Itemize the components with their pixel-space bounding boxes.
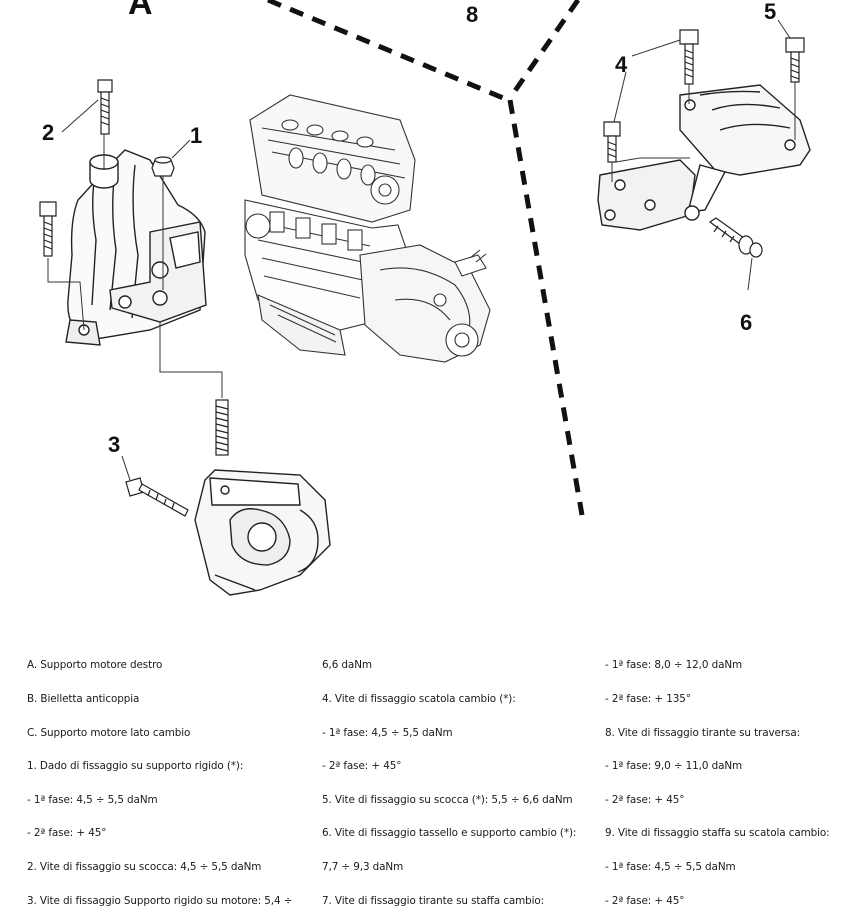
bolt-2-left-icon (39, 201, 57, 257)
engine-mount-diagram: A 8 (39, 0, 811, 596)
legend-line: 7,7 ÷ 9,3 daNm (322, 861, 404, 874)
legend-line: - 2ª fase: + 45° (605, 894, 685, 907)
gearbox-side-mount (597, 84, 811, 231)
legend-line: C. Supporto motore lato cambio (27, 726, 191, 739)
legend-line: 1. Dado di fissaggio su supporto rigido … (27, 760, 244, 773)
bolt-5-icon (785, 37, 805, 83)
legend-column-1: A. Supporto motore destro B. Bielletta a… (27, 638, 292, 918)
legend-column-2: 6,6 daNm 4. Vite di fissaggio scatola ca… (322, 638, 576, 918)
legend-line: - 2ª fase: + 45° (322, 760, 402, 773)
callout-4: 4 (615, 52, 628, 77)
legend-column-3: - 1ª fase: 8,0 ÷ 12,0 daNm - 2ª fase: + … (605, 638, 830, 918)
legend-line: 6. Vite di fissaggio tassello e supporto… (322, 827, 577, 840)
legend-line: 8. Vite di fissaggio tirante su traversa… (605, 726, 800, 739)
legend-line: - 1ª fase: 4,5 ÷ 5,5 daNm (605, 861, 736, 874)
bolt-4-top-icon (679, 29, 699, 85)
engine-gearbox-assembly (244, 94, 491, 363)
legend-line: 6,6 daNm (322, 659, 372, 672)
rigid-support (194, 469, 331, 596)
leader-line-3 (121, 455, 131, 481)
bolt-2-top-icon (97, 79, 113, 135)
legend-line: 9. Vite di fissaggio staffa su scatola c… (605, 827, 830, 840)
legend-line: - 1ª fase: 9,0 ÷ 11,0 daNm (605, 760, 743, 773)
legend-line: - 2ª fase: + 45° (27, 827, 107, 840)
legend-line: 5. Vite di fissaggio su scocca (*): 5,5 … (322, 793, 573, 806)
callout-2: 2 (42, 120, 54, 145)
legend-line: B. Bielletta anticoppia (27, 693, 140, 706)
legend-line: 3. Vite di fissaggio Supporto rigido su … (27, 894, 293, 907)
legend-line: 7. Vite di fissaggio tirante su staffa c… (322, 894, 545, 907)
leader-lines-left (47, 99, 223, 398)
legend-line: - 1ª fase: 4,5 ÷ 5,5 daNm (27, 793, 158, 806)
legend-line: - 2ª fase: + 135° (605, 693, 691, 706)
bolt-3-icon (125, 477, 189, 517)
nut-1-icon (151, 156, 175, 177)
stud-bolt-icon (215, 399, 229, 456)
legend-line: - 1ª fase: 8,0 ÷ 12,0 daNm (605, 659, 743, 672)
legend-line: A. Supporto motore destro (27, 659, 163, 672)
callout-3: 3 (108, 432, 120, 457)
legend-line: 2. Vite di fissaggio su scocca: 4,5 ÷ 5,… (27, 861, 262, 874)
legend-line: - 1ª fase: 4,5 ÷ 5,5 daNm (322, 726, 453, 739)
legend-line: 4. Vite di fissaggio scatola cambio (*): (322, 693, 516, 706)
bolt-4-left-icon (603, 121, 621, 163)
callout-1: 1 (190, 123, 202, 148)
right-engine-mount (65, 149, 207, 346)
dashed-divider (267, 0, 585, 516)
legend-line: - 2ª fase: + 45° (605, 793, 685, 806)
callout-5: 5 (764, 0, 776, 24)
section-letter-a: A (128, 0, 153, 22)
bolt-6-icon (708, 217, 763, 258)
leader-lines-right (611, 19, 796, 291)
callout-6: 6 (740, 310, 752, 335)
callout-8: 8 (466, 2, 478, 27)
